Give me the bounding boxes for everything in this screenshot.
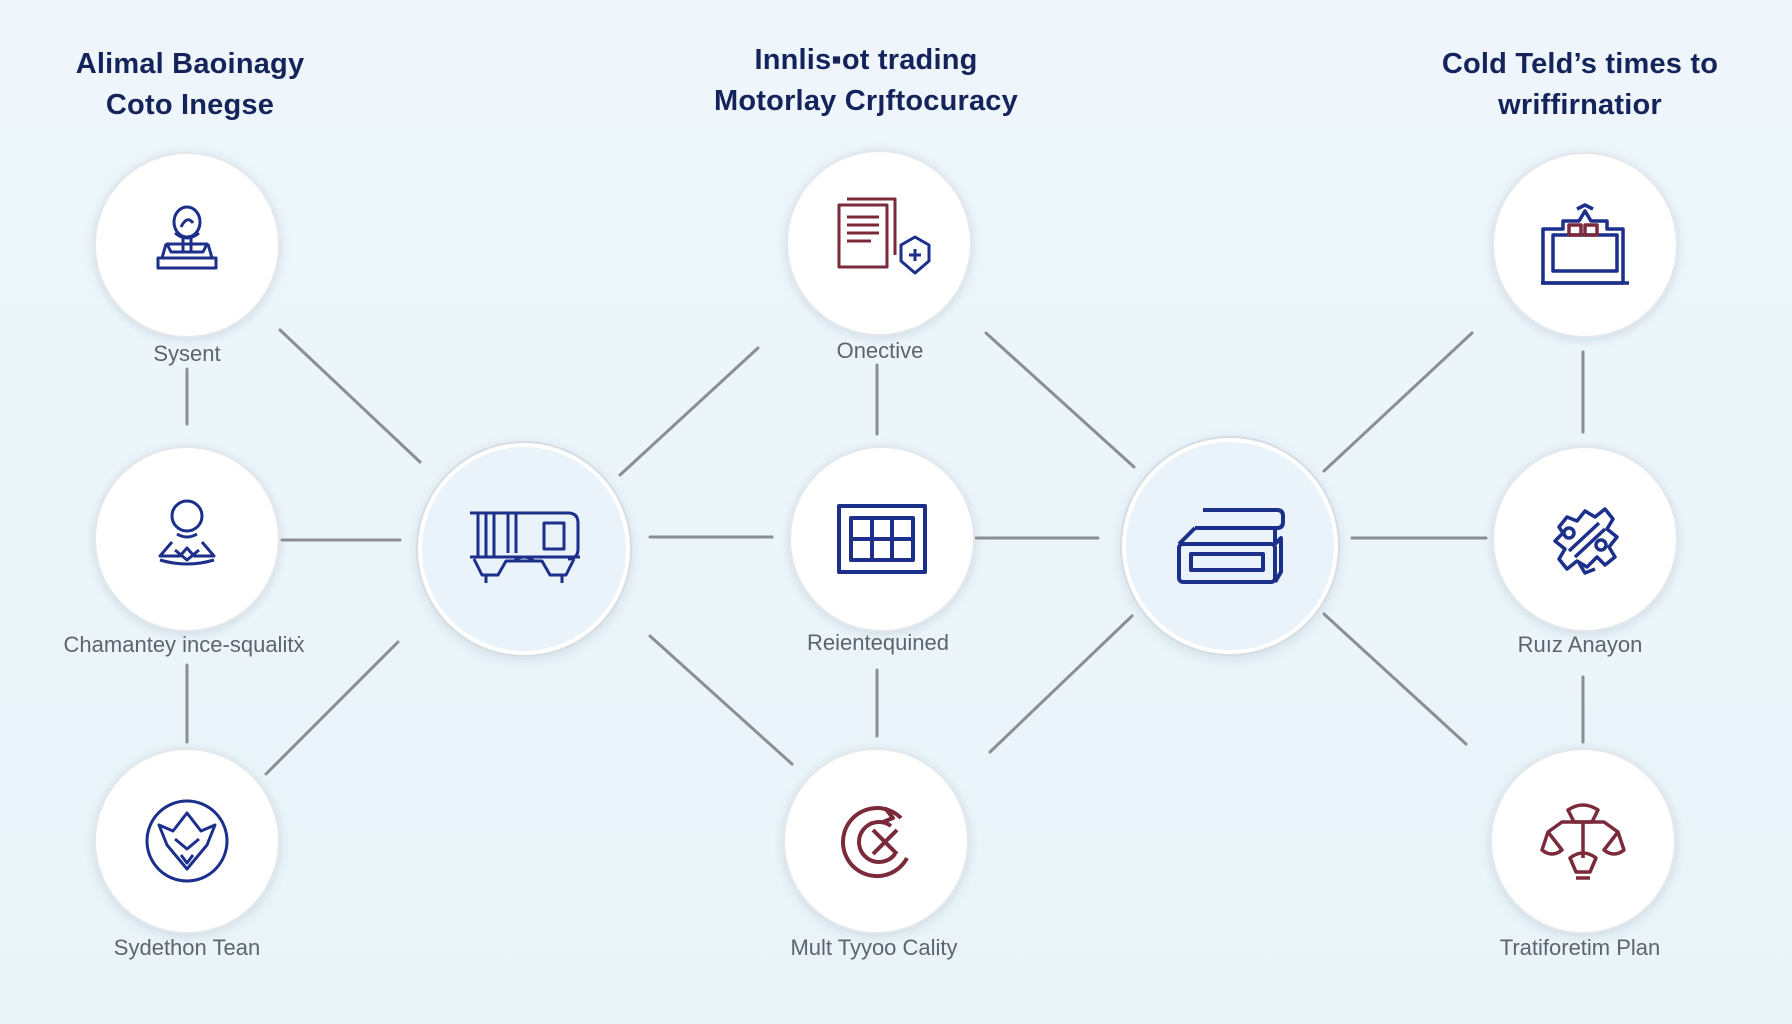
hub-right [1122,438,1338,654]
label-center-bot: Mult Tyyoo Cality [790,935,958,960]
label-center-mid: Reientequined [807,630,949,655]
node-center-mid [789,446,975,632]
connector-lefttop-to-hub [278,328,422,464]
connector-hub-to-centertop [618,346,760,477]
grid-table-icon [837,504,927,574]
person-meditating-icon [158,499,216,566]
crypto-coin-icon [840,806,909,879]
label-center-top: Onective [836,338,924,363]
label-right-mid: Ruız Anayon [1517,632,1643,657]
node-left-mid [94,446,280,632]
hand-circuit-icon [470,511,580,583]
heading-right-line1: Cold Teld’s times to [1441,48,1719,80]
connector-hub-to-centerbot [648,634,794,766]
node-center-bot [783,748,969,934]
label-right-bot: Tratiforetim Plan [1499,935,1661,960]
node-center-top [786,150,972,336]
connector-leftbot-to-hub [264,640,400,776]
heading-center: Innlis▪ot trading Motorlay Crȷftocuracy [672,40,1060,122]
heading-left-line1: Alimal Baoinagy [75,48,305,80]
node-right-top [1492,152,1678,338]
gear-chain-icon [1553,507,1619,575]
heading-left: Alimal Baoinagy Coto Inegse [40,44,340,126]
fox-shield-icon [145,799,229,883]
node-right-bot [1490,748,1676,934]
document-shield-icon [837,197,931,275]
connector-hub-to-righttop [1322,331,1474,473]
building-id-icon [1541,203,1629,285]
node-left-bot [94,748,280,934]
heading-center-line1: Innlis▪ot trading [754,44,978,76]
label-left-bot: Sydethon Tean [113,935,261,960]
connector-centertop-to-hub [984,331,1136,469]
connector-hub-to-rightbot [1322,612,1468,746]
connector-centerbot-to-hub [988,614,1134,754]
label-left-top: Sysent [153,341,221,366]
person-at-desk-icon [156,205,218,270]
label-left-mid: Chamantey ince-squalitẋ [63,632,305,657]
heading-left-line2: Coto Inegse [105,89,275,121]
node-left-top [94,152,280,338]
scales-balance-icon [1540,803,1626,880]
node-right-mid [1492,446,1678,632]
hub-left [418,443,630,655]
heading-center-line2: Motorlay Crȷftocuracy [714,85,1018,117]
stacked-card-icon [1177,508,1285,584]
heading-right: Cold Teld’s times to wriffirnatior [1410,44,1750,126]
heading-right-line2: wriffirnatior [1498,89,1662,121]
